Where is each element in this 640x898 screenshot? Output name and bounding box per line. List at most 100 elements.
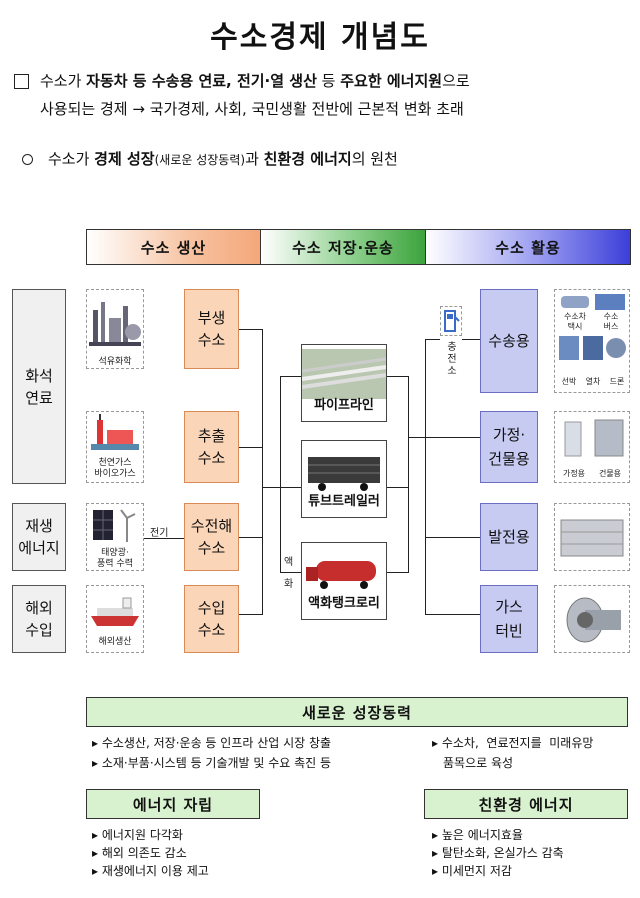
overseas-label: 해외생산 [98,637,132,647]
electricity-label: 전기 [150,528,169,539]
independence-title: 에너지 자립 [86,789,260,819]
intro-emph: 주요한 에너지원 [340,72,443,90]
use-building: 가정· 건물용 [480,411,538,483]
use-transport: 수송용 [480,289,538,393]
band-usage: 수소 활용 [425,229,631,265]
growth-left-1: ▸ 수소생산, 저장·운송 등 인프라 산업 시장 창출 [92,733,331,753]
train-label: 열차 [585,377,601,386]
tanklorry-label: 액화탱크로리 [308,596,380,611]
intro-text: (새로운 성장동력) [154,153,246,167]
bullet: ▸ [432,864,442,878]
growth-item: 수소차, 연료전지를 미래유망 [441,736,594,750]
growth-right-2: 품목으로 육성 [443,753,513,773]
connector-line [239,447,262,448]
car-label: 수소차 택시 [563,312,587,331]
intro-emph: 자동차 등 수송용 연료, 전기·열 생산 [86,72,317,90]
factory-icon [89,302,141,346]
growth-item: 수소생산, 저장·운송 등 인프라 산업 시장 창출 [101,736,332,750]
drone-label: 드론 [609,377,625,386]
source-fossil: 화석 연료 [12,289,66,484]
intro-text: 수소가 [48,150,95,168]
growth-right-1: ▸ 수소차, 연료전지를 미래유망 [432,733,593,753]
prod-electrolysis: 수전해 수소 [184,503,239,571]
eco-text: 탈탄소화, 온실가스 감축 [441,846,564,860]
tanker-ship-icon [91,597,139,626]
connector-line [280,572,301,573]
connector-line [425,339,426,614]
eco-text: 미세먼지 저감 [441,864,512,878]
growth-title: 새로운 성장동력 [86,697,628,727]
connector-line [239,537,262,538]
petrochem-label: 석유화학 [98,357,132,367]
bullet: ▸ [92,736,102,750]
connector-line [280,376,281,572]
solar-label: 태양광· 풍력 수력 [97,548,133,569]
intro-text: 과 [245,150,264,168]
natgas-image: 천연가스 바이오가스 [86,411,144,483]
independence-item: ▸ 에너지원 다각화 [92,825,183,845]
fuel-pump-icon [444,310,460,332]
connector-line [462,339,480,340]
intro-line-2: 사용되는 경제 → 국가경제, 사회, 국민생활 전반에 근본적 변화 초래 [40,100,464,118]
building-image: 가정용 건물용 [554,411,630,483]
band-production: 수소 생산 [86,229,261,265]
transport-pipeline: 파이프라인 [301,344,387,422]
bus-label: 수소 버스 [603,312,619,331]
independence-text: 해외 의존도 감소 [101,846,187,860]
intro-emph: 친환경 에너지 [263,150,352,168]
independence-text: 에너지원 다각화 [101,828,183,842]
connector-line [387,376,408,377]
solar-image: 태양광· 풍력 수력 [86,503,144,571]
connector-line [280,376,301,377]
eco-item: ▸ 높은 에너지효율 [432,825,523,845]
prod-import: 수입 수소 [184,585,239,653]
vehicles-icon [559,294,626,360]
home-label: 가정용 [562,469,586,478]
tank-lorry-icon [306,561,376,589]
ship-label: 선박 [561,377,577,386]
bullet: ▸ [92,756,102,770]
transport-tubetrailer: 튜브트레일러 [301,440,387,518]
connector-line [425,537,480,538]
intro-text: 등 [316,72,341,90]
overseas-image: 해외생산 [86,585,144,653]
independence-text: 재생에너지 이용 제고 [101,864,209,878]
connector-line [239,329,262,330]
eco-text: 높은 에너지효율 [441,828,523,842]
tubetrailer-label: 튜브트레일러 [308,494,380,509]
pipeline-label: 파이프라인 [314,398,374,413]
turbine-image [554,585,630,653]
use-turbine: 가스 터빈 [480,585,538,653]
intro-text: 수소가 [40,72,87,90]
intro-line-3: 수소가 경제 성장(새로운 성장동력)과 친환경 에너지의 원천 [48,146,638,174]
growth-item: 소재·부품·시스템 등 기술개발 및 수요 촉진 등 [101,756,332,770]
solar-wind-icon [93,509,136,542]
source-renewable: 재생 에너지 [12,503,66,571]
circle-bullet [22,154,33,165]
liquefaction-label: 액 화 [284,557,294,590]
natgas-label: 천연가스 바이오가스 [94,458,136,479]
eco-title: 친환경 에너지 [424,789,628,819]
connector-line [425,614,480,615]
connector-line [408,437,425,438]
connector-line [262,329,263,615]
gas-plant-icon [91,414,139,450]
bullet: ▸ [92,846,102,860]
bullet: ▸ [92,864,102,878]
fuel-cell-units-icon [564,419,624,457]
band-storage: 수소 저장·운송 [260,229,426,265]
connector-line [425,437,480,438]
charging-station-label: 충 전 소 [447,342,457,377]
intro-text: 으로 [442,72,470,90]
bullet: ▸ [432,736,442,750]
intro-text: 의 원천 [351,150,398,168]
building-label: 건물용 [598,469,622,478]
band-production-label: 수소 생산 [140,238,207,257]
connector-line [387,487,408,488]
use-power: 발전용 [480,503,538,571]
connector-line [144,538,184,539]
page-title: 수소경제 개념도 [210,20,430,55]
growth-item: 품목으로 육성 [443,756,514,770]
vehicles-image: 수소차 택시 수소 버스 선박 열차 드론 [554,289,630,393]
checkbox-bullet [14,74,29,89]
